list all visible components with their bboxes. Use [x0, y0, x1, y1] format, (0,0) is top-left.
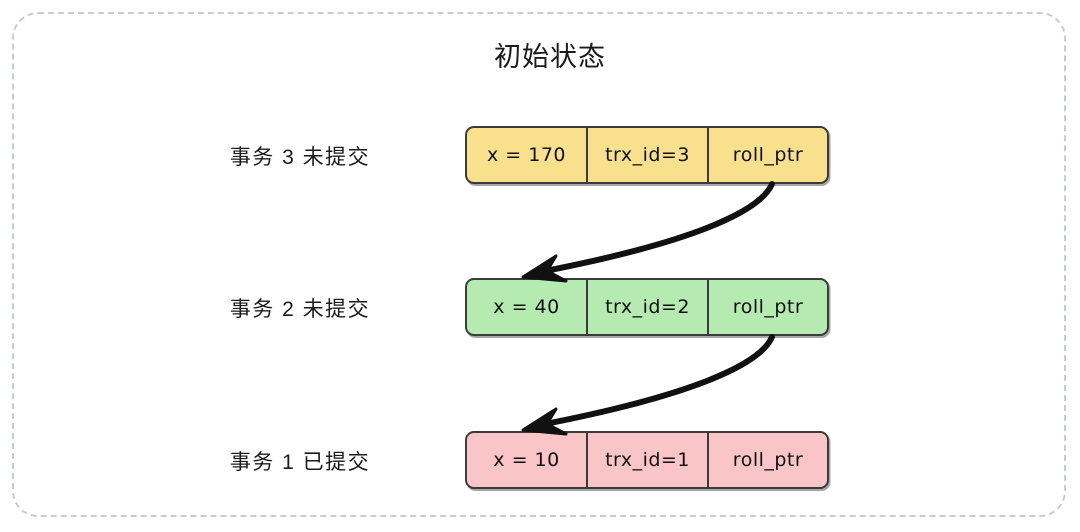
record-row-label-trx1: 事务 1 已提交: [229, 451, 371, 474]
roll-ptr-arrow-3-to-2: [521, 181, 775, 283]
record-cell-trxid-trx3: trx_id=3: [588, 128, 709, 182]
record-box-trx3[interactable]: x = 170 trx_id=3 roll_ptr: [465, 126, 829, 184]
record-cell-value-trx1: x = 10: [467, 433, 588, 487]
record-cell-rollptr-trx2: roll_ptr: [732, 296, 804, 318]
diagram-title: 初始状态: [494, 42, 606, 72]
record-row-trx2: 事务 2 未提交 x = 40 trx_id=2 roll_ptr: [0, 278, 1080, 338]
record-cell-rollptr-trx1: roll_ptr: [732, 449, 804, 471]
record-cell-trxid-trx1: trx_id=1: [588, 433, 709, 487]
record-row-label-trx3: 事务 3 未提交: [229, 146, 371, 169]
record-cell-value-trx3: x = 170: [467, 128, 588, 182]
record-box-trx2[interactable]: x = 40 trx_id=2 roll_ptr: [465, 278, 829, 336]
record-cell-trxid-trx2: trx_id=2: [588, 280, 709, 334]
record-row-label-trx2: 事务 2 未提交: [229, 298, 371, 321]
record-row-trx1: 事务 1 已提交 x = 10 trx_id=1 roll_ptr: [0, 431, 1080, 491]
record-box-trx1[interactable]: x = 10 trx_id=1 roll_ptr: [465, 431, 829, 489]
record-cell-value-trx2: x = 40: [467, 280, 588, 334]
roll-ptr-arrow-2-to-1: [521, 334, 775, 436]
record-row-trx3: 事务 3 未提交 x = 170 trx_id=3 roll_ptr: [0, 126, 1080, 186]
record-cell-rollptr-trx3: roll_ptr: [732, 144, 804, 166]
